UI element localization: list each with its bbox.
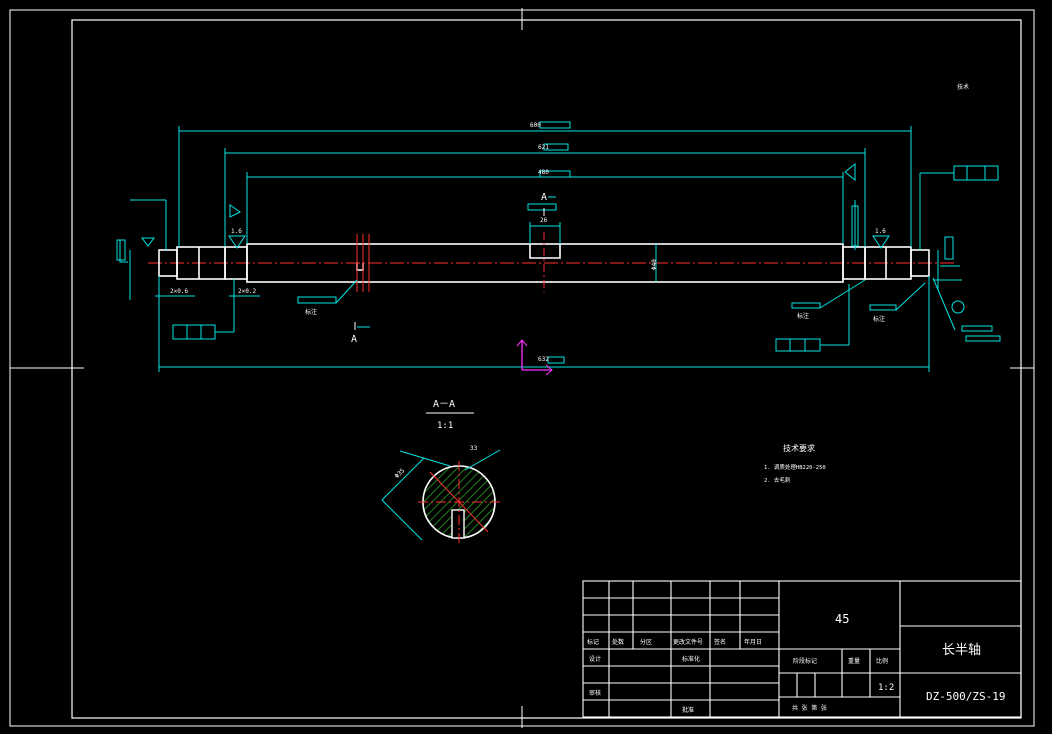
ucs-axis-icon [516, 339, 553, 376]
approve-label: 批准 [682, 706, 694, 714]
sheet-border [9, 8, 1035, 728]
stage-label: 阶段标记 [793, 657, 817, 665]
weight-label: 重量 [848, 657, 860, 665]
sheet-label: 共 张 第 张 [792, 704, 827, 712]
material-value: 45 [835, 612, 849, 626]
section-marker-bottom: A [351, 334, 357, 345]
section-markers [354, 208, 545, 330]
dim-main-diameter: Φ40 [651, 259, 658, 270]
drawing-number: DZ-500/ZS-19 [926, 690, 1005, 703]
notes-line-2: 2. 去毛刺 [764, 476, 791, 484]
dim-key-depth: 26 [540, 217, 548, 224]
notes-title: 技术要求 [783, 443, 815, 453]
section-title: A－A [433, 399, 455, 410]
spec-tag-right-2: 标注 [873, 315, 885, 323]
std-label: 标准化 [682, 655, 700, 663]
notes-line-1: 1. 调质处理HB220-250 [764, 463, 826, 471]
spec-tag-left: 标注 [305, 308, 317, 316]
section-hatch-lines [356, 232, 545, 292]
row-label-zone: 分区 [640, 638, 652, 646]
dim-body: 480 [538, 169, 549, 176]
row-label-date: 年月日 [744, 638, 762, 646]
row-label-change-doc: 更改文件号 [673, 638, 703, 646]
title-block-grid [582, 580, 1022, 718]
row-label-signature: 签名 [714, 638, 726, 646]
row-label-count: 处数 [612, 638, 624, 646]
dim-overall: 600 [530, 122, 541, 129]
top-right-note: 技术 [957, 83, 969, 91]
dimension-lines [116, 121, 1001, 372]
section-scale: 1:1 [437, 421, 453, 431]
tolerance-left-b: 2×0.2 [238, 288, 256, 295]
section-marker-top: A [541, 192, 547, 203]
check-label: 审核 [589, 689, 601, 697]
spec-tag-right-1: 标注 [797, 312, 809, 320]
section-view-a-a [381, 412, 501, 545]
scale-label: 比例 [876, 657, 888, 665]
dim-inner: 621 [538, 144, 549, 151]
dim-section-width: 33 [470, 445, 478, 452]
chamfer-right-label: 1.6 [875, 228, 886, 235]
dim-bottom: 632 [538, 356, 549, 363]
design-label: 设计 [589, 655, 601, 663]
scale-value: 1:2 [878, 683, 894, 693]
tolerance-left-a: 2×0.6 [170, 288, 188, 295]
chamfer-left-label: 1.6 [231, 228, 242, 235]
part-name: 长半轴 [942, 643, 981, 658]
row-label-mark: 标记 [587, 638, 599, 646]
